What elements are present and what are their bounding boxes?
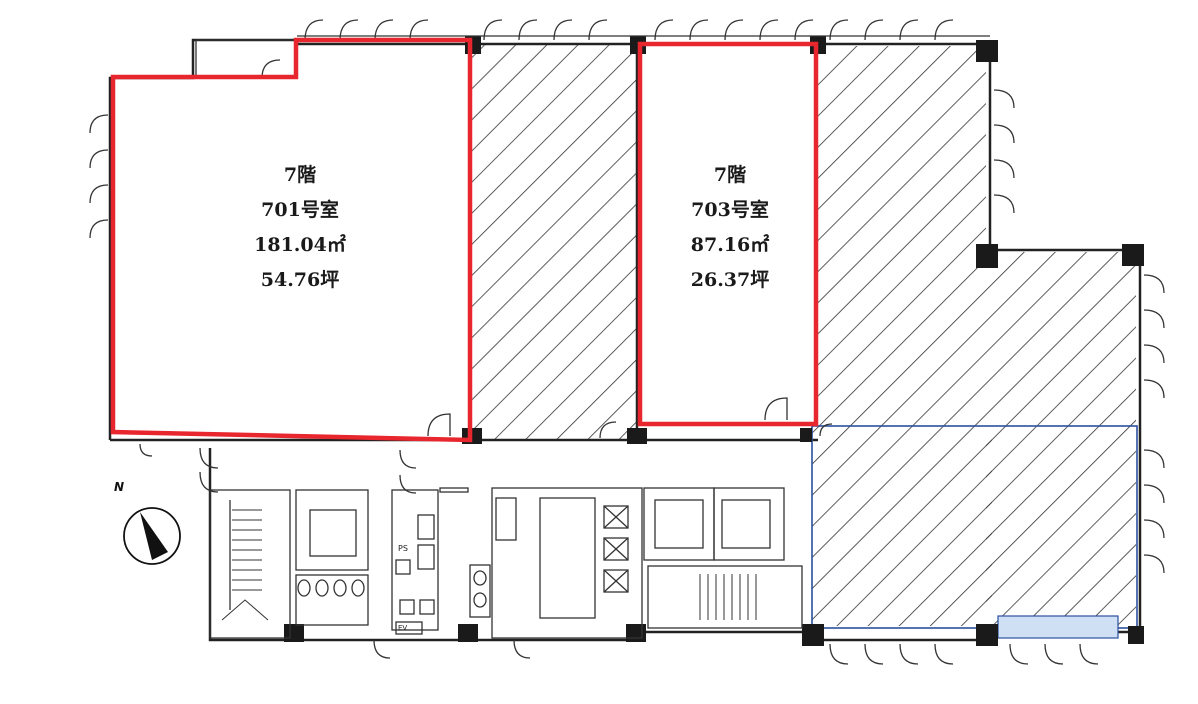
room-701-area-tsubo: 54.76坪 — [260, 269, 340, 291]
door-swings — [427, 397, 833, 439]
room-703-label: 7階 703号室 87.16㎡ 26.37坪 — [650, 158, 810, 298]
window-swings-bottom — [829, 643, 1099, 665]
hatched-area-702 — [470, 44, 637, 440]
columns — [284, 36, 1144, 646]
hatched-area-704-upper — [818, 46, 986, 426]
small-core-label: EV — [398, 624, 408, 632]
ps-label: PS — [398, 544, 408, 553]
window-swings-top — [297, 19, 990, 41]
hatched-area-704-lower — [812, 426, 992, 626]
room-703-area-sqm: 87.16㎡ — [690, 234, 770, 256]
room-701-label: 7階 701号室 181.04㎡ 54.76坪 — [210, 158, 390, 298]
entrance-notch — [195, 39, 297, 79]
room-703-area-tsubo: 26.37坪 — [690, 269, 770, 291]
blue-fixture — [997, 615, 1119, 639]
room-701-number: 701号室 — [261, 199, 339, 221]
hatched-area-704-right — [986, 252, 1136, 627]
room-701-floor: 7階 — [283, 164, 317, 186]
compass-north-label: N — [114, 480, 125, 494]
core-area — [139, 443, 803, 659]
room-703-floor: 7階 — [713, 164, 747, 186]
window-swings-left — [89, 114, 109, 239]
room-703-number: 703号室 — [691, 199, 769, 221]
window-swings-right — [993, 89, 1165, 574]
room-701-outline — [110, 37, 473, 443]
room-703-outline — [637, 41, 819, 427]
compass-icon — [123, 507, 181, 565]
blue-outline-zone — [811, 425, 1138, 629]
room-701-area-sqm: 181.04㎡ — [254, 234, 346, 256]
